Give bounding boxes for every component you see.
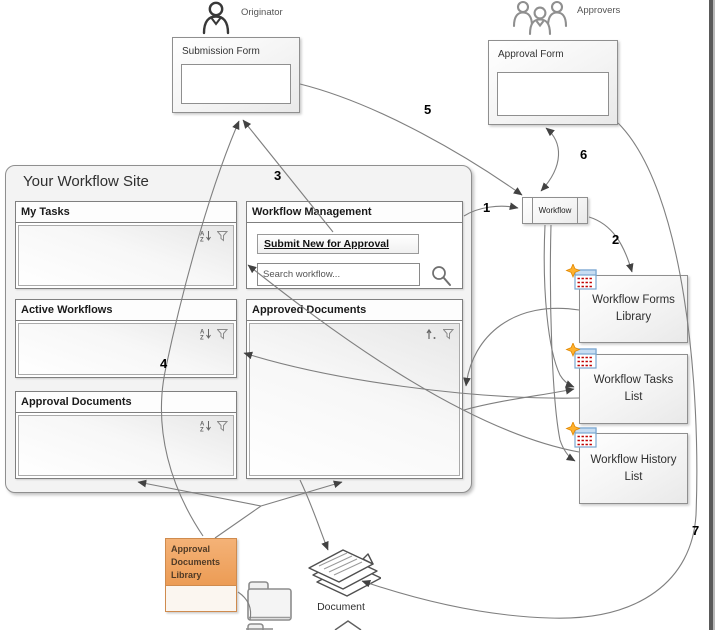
filter-funnel-icon[interactable]	[217, 328, 228, 340]
filter-funnel-icon[interactable]	[217, 420, 228, 432]
submit-new-for-approval-button[interactable]: Submit New for Approval	[257, 234, 419, 254]
workflow-tasks-list-label: Workflow Tasks List	[593, 374, 674, 403]
sort-ascending-icon[interactable]	[426, 328, 437, 340]
sharepoint-list-icon	[565, 343, 597, 369]
approval-form-label: Approval Form	[498, 49, 564, 60]
approval-documents-library-shape: Approval Documents Library	[165, 538, 237, 612]
step-number-1: 1	[483, 200, 491, 215]
originator-label: Originator	[241, 7, 283, 18]
connector-formslibrary-to-site	[463, 307, 580, 387]
sort-az-icon[interactable]: A Z	[200, 420, 211, 432]
workflow-management-header: Workflow Management	[247, 202, 462, 223]
step-number-2: 2	[612, 232, 620, 247]
step-number-3: 3	[274, 168, 282, 183]
filter-funnel-icon[interactable]	[217, 230, 228, 242]
step-number-5: 5	[424, 102, 432, 117]
folder-icon	[247, 581, 292, 621]
workflow-shape-label: Workflow	[538, 206, 572, 215]
search-workflow-input[interactable]	[257, 263, 420, 286]
search-magnifier-icon[interactable]	[429, 264, 453, 288]
svg-text:Z: Z	[200, 428, 204, 433]
workflow-process-shape: Workflow	[522, 197, 588, 224]
site-title: Your Workflow Site	[23, 173, 149, 190]
folder-icon	[246, 623, 273, 630]
my-tasks-body: A Z	[18, 225, 234, 286]
sharepoint-list-icon	[565, 422, 597, 448]
window-border	[709, 0, 715, 630]
sort-az-icon[interactable]: A Z	[200, 328, 211, 340]
my-tasks-header: My Tasks	[16, 202, 236, 223]
workflow-history-list-label: Workflow History List	[590, 453, 677, 483]
active-workflows-body: A Z	[18, 323, 234, 375]
approved-documents-body	[249, 323, 460, 476]
my-tasks-panel: My Tasks A Z	[15, 201, 237, 289]
connector-site-to-tasks	[463, 386, 575, 411]
workflow-management-panel: Workflow Management Submit New for Appro…	[246, 201, 463, 289]
active-workflows-panel: Active Workflows A Z	[15, 299, 237, 378]
workflow-forms-library-label: Workflow Forms Library	[592, 294, 675, 323]
step-number-7: 7	[692, 523, 700, 538]
document-label: Document	[317, 601, 365, 613]
approvers-people-icon	[512, 0, 568, 36]
step-number-6: 6	[580, 147, 588, 162]
approval-form-shape: Approval Form	[488, 40, 618, 125]
approvers-label: Approvers	[577, 5, 621, 16]
arrow-step-6	[540, 127, 560, 192]
approval-documents-body: A Z	[18, 415, 234, 476]
approved-documents-header: Approved Documents	[247, 300, 462, 321]
approval-form-field	[497, 72, 609, 116]
submission-form-shape: Submission Form	[172, 37, 300, 113]
approval-documents-header: Approval Documents	[16, 392, 236, 413]
active-workflows-header: Active Workflows	[16, 300, 236, 321]
step-number-4: 4	[160, 356, 168, 371]
submission-form-label: Submission Form	[182, 46, 260, 57]
originator-person-icon	[202, 1, 230, 35]
svg-text:Z: Z	[200, 238, 204, 243]
submission-form-field	[181, 64, 291, 104]
svg-text:Z: Z	[200, 336, 204, 341]
sharepoint-list-icon	[565, 264, 597, 290]
connector-library-junction	[214, 505, 262, 539]
approval-documents-panel: Approval Documents A Z	[15, 391, 237, 479]
sort-az-icon[interactable]: A Z	[200, 230, 211, 242]
approval-documents-library-label: Approval Documents Library	[166, 539, 236, 586]
workflow-site-container: Your Workflow Site My Tasks A Z Wor	[5, 165, 472, 493]
approved-documents-panel: Approved Documents	[246, 299, 463, 479]
document-stack-icon	[308, 549, 381, 597]
arrow-step-1	[463, 202, 519, 217]
document-stack-icon	[334, 620, 362, 630]
filter-funnel-icon[interactable]	[443, 328, 454, 340]
